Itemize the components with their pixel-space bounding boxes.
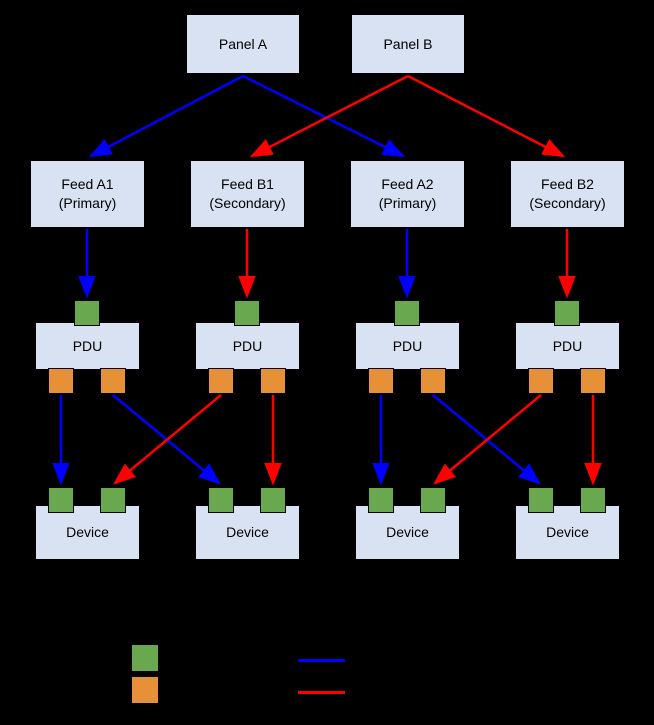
legend-orange-square-swatch bbox=[131, 676, 159, 704]
pdu-3-input-port-icon bbox=[394, 300, 420, 326]
pdu-4-output-port-right-icon bbox=[580, 368, 606, 394]
pdu-1-output-port-right-icon bbox=[100, 368, 126, 394]
pdu-1-output-port-left-icon bbox=[48, 368, 74, 394]
pdu-2-node: PDU bbox=[195, 322, 300, 370]
device-4-node: Device bbox=[515, 505, 620, 560]
feed-a1-node: Feed A1 (Primary) bbox=[30, 160, 145, 228]
edge-pdu-2-device-1 bbox=[113, 394, 222, 485]
feed-a1-name: Feed A1 bbox=[61, 176, 114, 193]
feed-b1-node: Feed B1 (Secondary) bbox=[190, 160, 305, 228]
device-1-label: Device bbox=[66, 524, 109, 541]
feed-b2-node: Feed B2 (Secondary) bbox=[510, 160, 625, 228]
pdu-3-output-port-left-icon bbox=[368, 368, 394, 394]
device-3-input-port-right-icon bbox=[420, 487, 446, 513]
panel-a-node: Panel A bbox=[186, 14, 300, 74]
device-2-label: Device bbox=[226, 524, 269, 541]
device-1-node: Device bbox=[35, 505, 140, 560]
feed-a2-node: Feed A2 (Primary) bbox=[350, 160, 465, 228]
pdu-4-node: PDU bbox=[515, 322, 620, 370]
device-1-input-port-left-icon bbox=[48, 487, 74, 513]
device-2-node: Device bbox=[195, 505, 300, 560]
panel-b-label: Panel B bbox=[383, 35, 433, 52]
edge-pdu-3-device-4 bbox=[432, 394, 541, 485]
device-3-label: Device bbox=[386, 524, 429, 541]
pdu-1-label: PDU bbox=[72, 337, 103, 354]
device-2-input-port-right-icon bbox=[260, 487, 286, 513]
device-2-input-port-left-icon bbox=[208, 487, 234, 513]
feed-b1-name: Feed B1 bbox=[221, 176, 274, 193]
legend-green-square-swatch bbox=[131, 644, 159, 672]
edge-pdu-4-device-3 bbox=[433, 394, 542, 485]
edge-panel-a-feed-a2 bbox=[242, 74, 406, 158]
legend-red-line-swatch bbox=[298, 691, 345, 694]
pdu-4-output-port-left-icon bbox=[528, 368, 554, 394]
panel-b-node: Panel B bbox=[351, 14, 465, 74]
pdu-3-label: PDU bbox=[392, 337, 423, 354]
pdu-4-input-port-icon bbox=[554, 300, 580, 326]
device-4-input-port-right-icon bbox=[580, 487, 606, 513]
pdu-2-input-port-icon bbox=[234, 300, 260, 326]
edge-panel-b-feed-b2 bbox=[407, 74, 566, 158]
device-1-input-port-right-icon bbox=[100, 487, 126, 513]
pdu-2-output-port-left-icon bbox=[208, 368, 234, 394]
pdu-1-input-port-icon bbox=[74, 300, 100, 326]
feed-b1-type: (Secondary) bbox=[209, 195, 286, 211]
pdu-4-label: PDU bbox=[552, 337, 583, 354]
edge-panel-a-feed-a1 bbox=[88, 74, 244, 158]
pdu-2-label: PDU bbox=[232, 337, 263, 354]
pdu-2-output-port-right-icon bbox=[260, 368, 286, 394]
feed-a2-type: (Primary) bbox=[378, 195, 437, 211]
pdu-3-node: PDU bbox=[355, 322, 460, 370]
feed-b2-name: Feed B2 bbox=[541, 176, 594, 193]
feed-b2-type: (Secondary) bbox=[529, 195, 606, 211]
device-3-input-port-left-icon bbox=[368, 487, 394, 513]
feed-a2-name: Feed A2 bbox=[381, 176, 434, 193]
legend-blue-line-swatch bbox=[298, 659, 345, 662]
feed-a1-type: (Primary) bbox=[58, 195, 117, 211]
edge-pdu-1-device-2 bbox=[112, 394, 221, 485]
device-3-node: Device bbox=[355, 505, 460, 560]
pdu-1-node: PDU bbox=[35, 322, 140, 370]
device-4-label: Device bbox=[546, 524, 589, 541]
panel-a-label: Panel A bbox=[218, 35, 268, 52]
pdu-3-output-port-right-icon bbox=[420, 368, 446, 394]
device-4-input-port-left-icon bbox=[528, 487, 554, 513]
edge-panel-b-feed-b1 bbox=[249, 74, 409, 158]
